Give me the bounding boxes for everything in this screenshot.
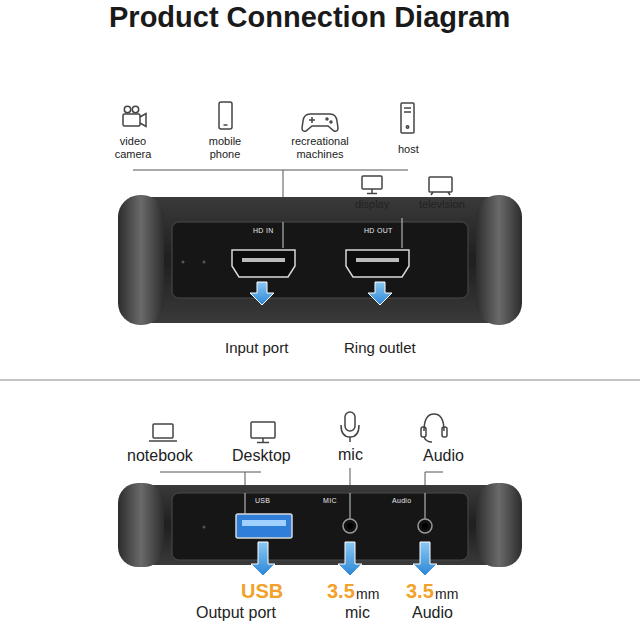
audio-jack — [343, 519, 357, 533]
device-label: video camera — [102, 135, 164, 160]
mic-icon — [341, 412, 359, 442]
tv-icon — [429, 177, 452, 195]
device-label: recreational machines — [274, 135, 366, 160]
port-caption: Input port — [225, 339, 288, 356]
port-panel — [172, 222, 468, 298]
down-arrow — [413, 542, 437, 576]
down-arrow — [368, 282, 392, 305]
port-size: 3.5 — [406, 580, 434, 603]
device-label: television — [419, 198, 465, 211]
display-icon — [362, 176, 382, 194]
end-cap — [476, 483, 522, 567]
device-label: notebook — [127, 447, 193, 465]
leader-line — [402, 218, 403, 248]
leader-line — [350, 493, 351, 519]
leader-line — [133, 170, 408, 171]
led — [203, 261, 206, 264]
device-label: mobile phone — [194, 135, 256, 160]
down-arrow — [250, 282, 274, 305]
leader-line — [425, 472, 426, 519]
headset-icon — [421, 414, 447, 442]
usb-port — [236, 514, 292, 538]
device-label: Audio — [423, 447, 464, 465]
device-label: mic — [338, 446, 363, 464]
leader-line — [245, 472, 246, 514]
leader-line — [160, 472, 261, 473]
host-icon — [401, 103, 414, 133]
leader-line — [425, 493, 426, 519]
port-label: HD OUT — [364, 227, 393, 235]
led — [203, 526, 206, 529]
port-caption: Audio — [412, 604, 453, 622]
device-label: Desktop — [232, 447, 291, 465]
port-caption: mic — [345, 604, 370, 622]
diagram-title: Product Connection Diagram — [109, 1, 510, 34]
leader-line — [425, 472, 443, 473]
usb-device — [118, 483, 522, 567]
port-unit: mm — [435, 586, 458, 602]
device-body — [130, 197, 510, 323]
divider — [0, 380, 640, 381]
hdmi-port — [232, 250, 295, 277]
port-pins — [356, 258, 399, 262]
end-cap — [118, 195, 164, 325]
end-cap — [118, 483, 164, 567]
hdmi-device — [118, 195, 522, 325]
phone-icon — [219, 102, 232, 129]
port-label: HD IN — [253, 227, 274, 235]
port-pins — [242, 258, 285, 262]
down-arrow — [338, 542, 362, 576]
device-panel: USB MIC Audio — [172, 493, 468, 560]
port-caption: Ring outlet — [344, 339, 416, 356]
device-panel: HD IN HD OUT — [172, 222, 468, 298]
port-size: 3.5 — [327, 580, 355, 603]
jack-hole — [347, 523, 353, 529]
port-label: Audio — [392, 497, 411, 505]
target-icons — [149, 412, 447, 443]
port-label: MIC — [323, 497, 337, 505]
source-icons — [123, 102, 452, 195]
end-cap — [476, 195, 522, 325]
jack-hole — [422, 523, 428, 529]
hdmi-port — [346, 250, 409, 277]
notebook-icon — [149, 424, 177, 441]
device-label: host — [398, 143, 419, 156]
gamepad-icon — [302, 114, 338, 131]
device-label: display — [355, 198, 389, 211]
leader-line — [245, 493, 246, 514]
port-unit: mm — [356, 586, 379, 602]
led — [182, 261, 185, 264]
port-type: USB — [241, 580, 283, 603]
port-caption: Output port — [196, 604, 276, 622]
desktop-icon — [251, 422, 275, 443]
audio-jack — [418, 519, 432, 533]
usb-tongue — [242, 520, 286, 526]
leader-line — [283, 222, 284, 248]
device-body — [130, 485, 510, 565]
down-arrow — [251, 542, 275, 576]
leader-line — [350, 468, 351, 519]
port-label: USB — [255, 497, 270, 505]
camera-icon — [123, 106, 146, 126]
